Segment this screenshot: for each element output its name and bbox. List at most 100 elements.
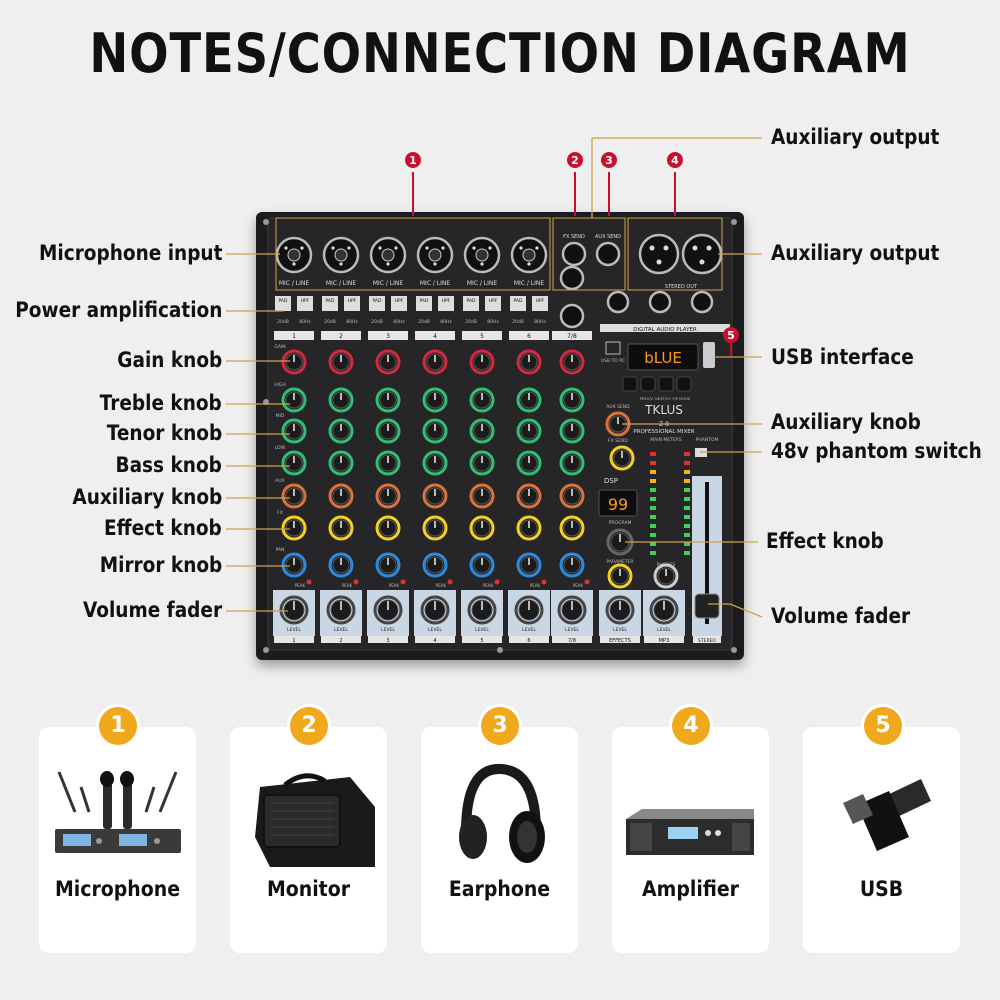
- callout-marker-2: [567, 152, 583, 168]
- pad-switch[interactable]: [275, 296, 291, 311]
- channel-1-aux-knob-ring: [281, 483, 307, 509]
- device-badge-3: 3: [481, 707, 519, 745]
- hpf-switch[interactable]: [391, 296, 407, 311]
- hpf-switch[interactable]: [532, 296, 548, 311]
- meter-led-left: [650, 515, 656, 519]
- label-bass-knob: Bass knob: [115, 453, 222, 477]
- brand-logo: TKLUS: [644, 403, 683, 417]
- jack-pin: [331, 246, 335, 250]
- channel-number-strip: [552, 331, 592, 340]
- hpf-switch[interactable]: [297, 296, 313, 311]
- row-label: PAN: [276, 547, 285, 553]
- channel-number: 7/8: [567, 333, 577, 340]
- fx-send-jack[interactable]: [561, 241, 587, 267]
- channel-5-gain-knob-ring: [469, 349, 495, 375]
- channel-6-fx-knob-ring: [516, 515, 542, 541]
- player-button[interactable]: [640, 376, 656, 392]
- pad-switch[interactable]: [510, 296, 526, 311]
- hpf-switch[interactable]: [438, 296, 454, 311]
- xlr-pin: [699, 259, 705, 265]
- jack-label: MIC / LINE: [514, 280, 545, 287]
- xlr-pin: [649, 245, 655, 251]
- label-auxiliary-output: Auxiliary output: [771, 241, 940, 265]
- channel-5-fx-knob-ring: [469, 515, 495, 541]
- channel-number-strip: [415, 331, 455, 340]
- channel-4-high-knob-ring: [422, 387, 448, 413]
- meter-led-left: [650, 479, 656, 483]
- stereo-footer: [693, 636, 721, 643]
- peak-label: PEAK: [389, 583, 400, 588]
- label-volume-fader-right: Volume fader: [771, 604, 911, 628]
- channel-4-level-knob-ring: [420, 595, 450, 625]
- channel-footer: [274, 636, 314, 643]
- pad-switch[interactable]: [369, 296, 385, 311]
- callout-marker-1: [405, 152, 421, 168]
- output-jack[interactable]: [648, 290, 672, 314]
- channel-5-mid-knob-ring: [469, 418, 495, 444]
- channel-5-aux-knob-ring: [469, 483, 495, 509]
- effect-display-text: 99: [608, 495, 628, 514]
- hpf-switch[interactable]: [485, 296, 501, 311]
- channel-number: 6: [527, 333, 531, 340]
- player-title-strip: [600, 324, 730, 332]
- jack-pin: [347, 246, 351, 250]
- usb-port[interactable]: [703, 342, 715, 368]
- pad-value: 20dB: [324, 319, 336, 325]
- channel-7/8-fx-knob-ring: [559, 515, 585, 541]
- meter-led-right: [684, 533, 690, 537]
- screw: [263, 399, 269, 405]
- channel-footer-number: 1: [292, 638, 295, 644]
- line-jack-7[interactable]: [559, 265, 585, 291]
- callout-marker-4: [667, 152, 683, 168]
- device-badge-5: 5: [864, 707, 902, 745]
- channel-1-gain-knob-ring: [281, 349, 307, 375]
- phones-knob-ring: [653, 563, 679, 589]
- channel-footer-number: 2: [339, 638, 342, 644]
- pad-switch[interactable]: [463, 296, 479, 311]
- jack-pin: [527, 262, 531, 266]
- jack-pin: [300, 246, 304, 250]
- peak-label: PEAK: [436, 583, 447, 588]
- channel-3-low-knob-ring: [375, 450, 401, 476]
- screw: [731, 647, 737, 653]
- jack-pin: [472, 246, 476, 250]
- player-button[interactable]: [658, 376, 674, 392]
- stereo-fader-track: [705, 482, 709, 624]
- player-button[interactable]: [676, 376, 692, 392]
- pad-switch[interactable]: [416, 296, 432, 311]
- line-jack-8[interactable]: [559, 303, 585, 329]
- label-power-amplification: Power amplification: [14, 298, 222, 322]
- channel-footer: [415, 636, 455, 643]
- stereo-out-xlr-left[interactable]: [638, 233, 680, 275]
- callout-line-aux-out-top: [591, 137, 762, 218]
- level-label: LEVEL: [334, 627, 348, 633]
- xlr-pin: [706, 245, 712, 251]
- phantom-switch[interactable]: [695, 448, 707, 457]
- xlr-pin: [692, 245, 698, 251]
- aux-send-jack[interactable]: [595, 241, 621, 267]
- peak-label: PEAK: [530, 583, 541, 588]
- stereo-volume-fader[interactable]: [694, 593, 720, 619]
- parameter-label: PARAMETER: [607, 559, 634, 565]
- channel-footer-number: 7/8: [568, 638, 576, 644]
- output-jack[interactable]: [606, 290, 630, 314]
- screw: [263, 219, 269, 225]
- stereo-out-xlr-right[interactable]: [681, 233, 723, 275]
- channel-7/8-low-knob-ring: [559, 450, 585, 476]
- player-button[interactable]: [622, 376, 638, 392]
- pad-switch[interactable]: [322, 296, 338, 311]
- row-label: HIGH: [274, 382, 286, 388]
- channel-number: 2: [339, 333, 343, 340]
- output-jack[interactable]: [690, 290, 714, 314]
- xlr-pin: [663, 245, 669, 251]
- effect-display: [598, 489, 638, 517]
- jack-pin: [535, 246, 539, 250]
- meter-led-right: [684, 479, 690, 483]
- jack-pin: [394, 246, 398, 250]
- channel-1-high-knob-ring: [281, 387, 307, 413]
- channel-number-strip: [462, 331, 502, 340]
- channel-4-aux-knob-ring: [422, 483, 448, 509]
- player-display-text: bLUE: [644, 349, 682, 367]
- hpf-switch[interactable]: [344, 296, 360, 311]
